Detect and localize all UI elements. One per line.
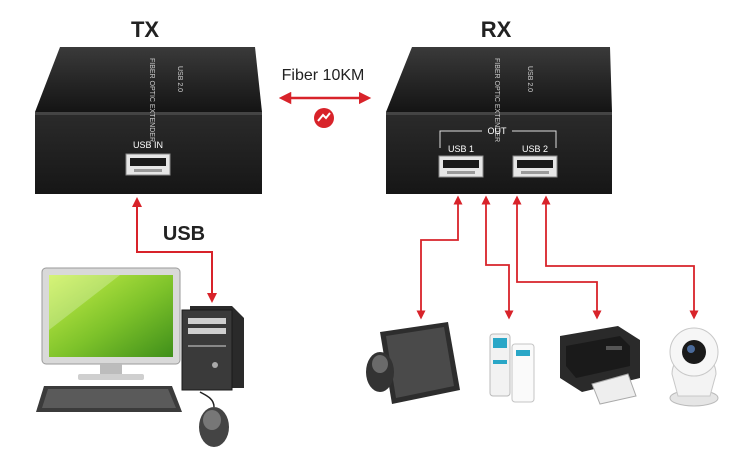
usb-drive-icon bbox=[489, 333, 535, 403]
tx-label: TX bbox=[131, 17, 159, 42]
fiber-label: Fiber 10KM bbox=[282, 67, 365, 84]
usb-connection: USB bbox=[132, 197, 217, 303]
keyboard-mouse-icon bbox=[366, 322, 460, 404]
usb2-label: USB 2 bbox=[522, 144, 548, 154]
out-label: OUT bbox=[488, 126, 508, 136]
tx-usb-in-label: USB IN bbox=[133, 140, 163, 150]
line-keyboard bbox=[416, 195, 463, 320]
usb1-label: USB 1 bbox=[448, 144, 474, 154]
usb-label: USB bbox=[163, 223, 205, 245]
tx-usb-port bbox=[125, 153, 171, 176]
rx-device-connections bbox=[416, 195, 699, 320]
line-camera bbox=[541, 195, 699, 320]
camera-icon bbox=[669, 327, 719, 407]
tx-box-text: FIBER OPTIC EXTENDER bbox=[148, 58, 155, 142]
line-usb-drive bbox=[481, 195, 514, 320]
rx-usb1-port bbox=[438, 155, 484, 178]
rx-label: RX bbox=[481, 17, 512, 42]
fiber-link: Fiber 10KM bbox=[278, 67, 372, 128]
rx-box-text: FIBER OPTIC EXTENDER bbox=[493, 58, 500, 142]
fiber-link-icon bbox=[314, 108, 334, 128]
printer-icon bbox=[560, 326, 640, 405]
rx-usb2-port bbox=[512, 155, 558, 178]
line-printer bbox=[512, 195, 602, 320]
out-bracket: OUT bbox=[439, 126, 557, 148]
rx-extender-box: FIBER OPTIC EXTENDER USB 2.0 OUT USB 1 U… bbox=[386, 47, 612, 194]
tx-extender-box: FIBER OPTIC EXTENDER USB 2.0 USB IN bbox=[35, 47, 262, 194]
rx-box-model: USB 2.0 bbox=[526, 66, 533, 92]
tx-box-model: USB 2.0 bbox=[176, 66, 183, 92]
computer-icon bbox=[36, 267, 244, 447]
